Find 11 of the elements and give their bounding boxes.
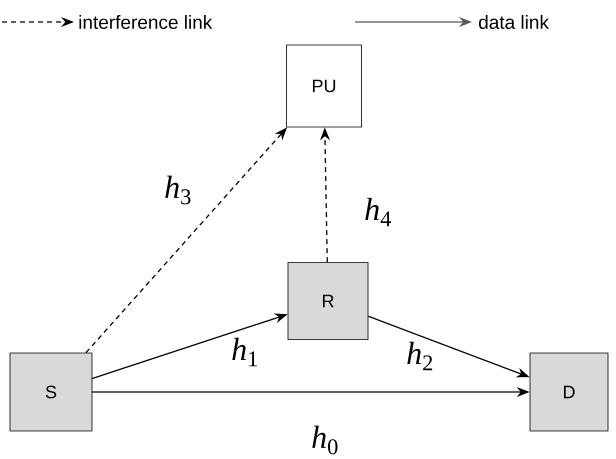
edge-label: h$_{1}$: [232, 338, 257, 366]
node-box: PU: [286, 44, 362, 128]
edge-label: h$_{0}$: [312, 426, 338, 454]
node-box: D: [530, 352, 608, 432]
node-box: R: [288, 262, 368, 340]
legend-text: data link: [479, 15, 549, 29]
edge-label: h$_{2}$: [407, 342, 432, 370]
legend-text: interference link: [79, 15, 212, 29]
edge-label: h$_{4}$: [365, 198, 391, 226]
node-box: S: [10, 352, 92, 432]
edge-label: h$_{3}$: [165, 176, 190, 204]
